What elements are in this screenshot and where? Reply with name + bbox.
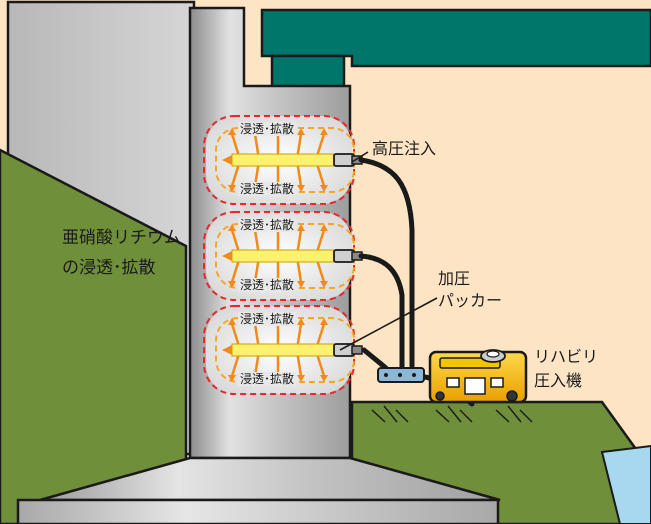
diffusion-arrow	[316, 261, 326, 284]
arrow-head	[228, 185, 236, 192]
label-machine-line1: リハビリ	[534, 347, 599, 366]
packer-nozzle	[333, 249, 355, 263]
diffusion-arrow	[230, 261, 240, 284]
diffusion-arrow	[296, 132, 303, 155]
arrow-head	[228, 281, 236, 288]
penetration-zones	[203, 115, 363, 395]
packer-nozzle	[333, 343, 355, 357]
arrow-head	[222, 345, 232, 355]
diffusion-arrow	[230, 355, 240, 378]
diffusion-arrow	[296, 165, 303, 188]
diffusion-arrow	[296, 228, 303, 251]
arrow-head	[222, 155, 232, 165]
label-machine-line2: 圧入機	[534, 371, 583, 390]
diffusion-arrow	[296, 322, 303, 345]
beam	[260, 8, 651, 92]
packer-nozzle	[333, 153, 355, 167]
inner-boundary	[215, 127, 355, 193]
zone-label-bottom: 浸透･拡散	[238, 278, 297, 292]
arrow-head	[320, 185, 328, 192]
inner-boundary	[215, 223, 355, 289]
diffusion-arrow	[230, 228, 240, 251]
injection-hole	[231, 343, 337, 357]
hatch-marks	[371, 405, 533, 423]
callout-lines	[339, 151, 438, 351]
diffusion-arrow	[230, 132, 240, 155]
diffusion-arrow	[296, 355, 303, 378]
zone-label-top: 浸透･拡散	[238, 312, 297, 326]
injection-hole	[231, 153, 337, 167]
arrow-head	[228, 318, 236, 325]
arrow-head	[320, 128, 328, 135]
injection-hole	[231, 249, 337, 263]
diffusion-arrow	[316, 132, 326, 155]
arrow-head	[297, 318, 305, 325]
arrow-head	[297, 281, 305, 288]
label-high-pressure-injection: 高圧注入	[372, 139, 437, 158]
zone-label-top: 浸透･拡散	[238, 218, 297, 232]
arrow-head	[297, 224, 305, 231]
diffusion-arrow	[316, 355, 326, 378]
arrow-head	[228, 224, 236, 231]
diffusion-arrow	[230, 322, 240, 345]
diffusion-arrow	[253, 228, 260, 251]
water	[600, 444, 651, 524]
diffusion-arrow	[316, 322, 326, 345]
arrow-head	[320, 318, 328, 325]
injection-machine	[428, 349, 528, 404]
inner-boundary	[215, 317, 355, 383]
diffusion-arrow	[316, 228, 326, 251]
nozzle-tip	[351, 345, 363, 355]
arrow-head	[297, 375, 305, 382]
arrow-head	[297, 185, 305, 192]
arrow-head	[228, 128, 236, 135]
arrow-head	[320, 224, 328, 231]
arrow-head	[297, 128, 305, 135]
manifold	[377, 367, 425, 383]
label-packer-line1: 加圧	[438, 269, 471, 288]
arrow-head	[320, 375, 328, 382]
footing	[16, 456, 501, 524]
diffusion-arrow	[316, 165, 326, 188]
arrow-head	[222, 251, 232, 261]
arrow-head	[228, 375, 236, 382]
diffusion-arrow	[253, 322, 260, 345]
arrow-head	[320, 281, 328, 288]
zone-label-bottom: 浸透･拡散	[238, 182, 297, 196]
diffusion-arrow	[253, 132, 260, 155]
zone-label-bottom: 浸透･拡散	[238, 372, 297, 386]
label-packer-line2: パッカー	[438, 291, 503, 310]
left-ground	[0, 148, 188, 524]
diffusion-arrow	[230, 165, 240, 188]
label-lithium-nitrite-line1: 亜硝酸リチウム	[62, 228, 181, 248]
zone-label-top: 浸透･拡散	[238, 122, 297, 136]
label-lithium-nitrite-line2: の浸透･拡散	[62, 258, 156, 278]
diffusion-arrow	[296, 261, 303, 284]
